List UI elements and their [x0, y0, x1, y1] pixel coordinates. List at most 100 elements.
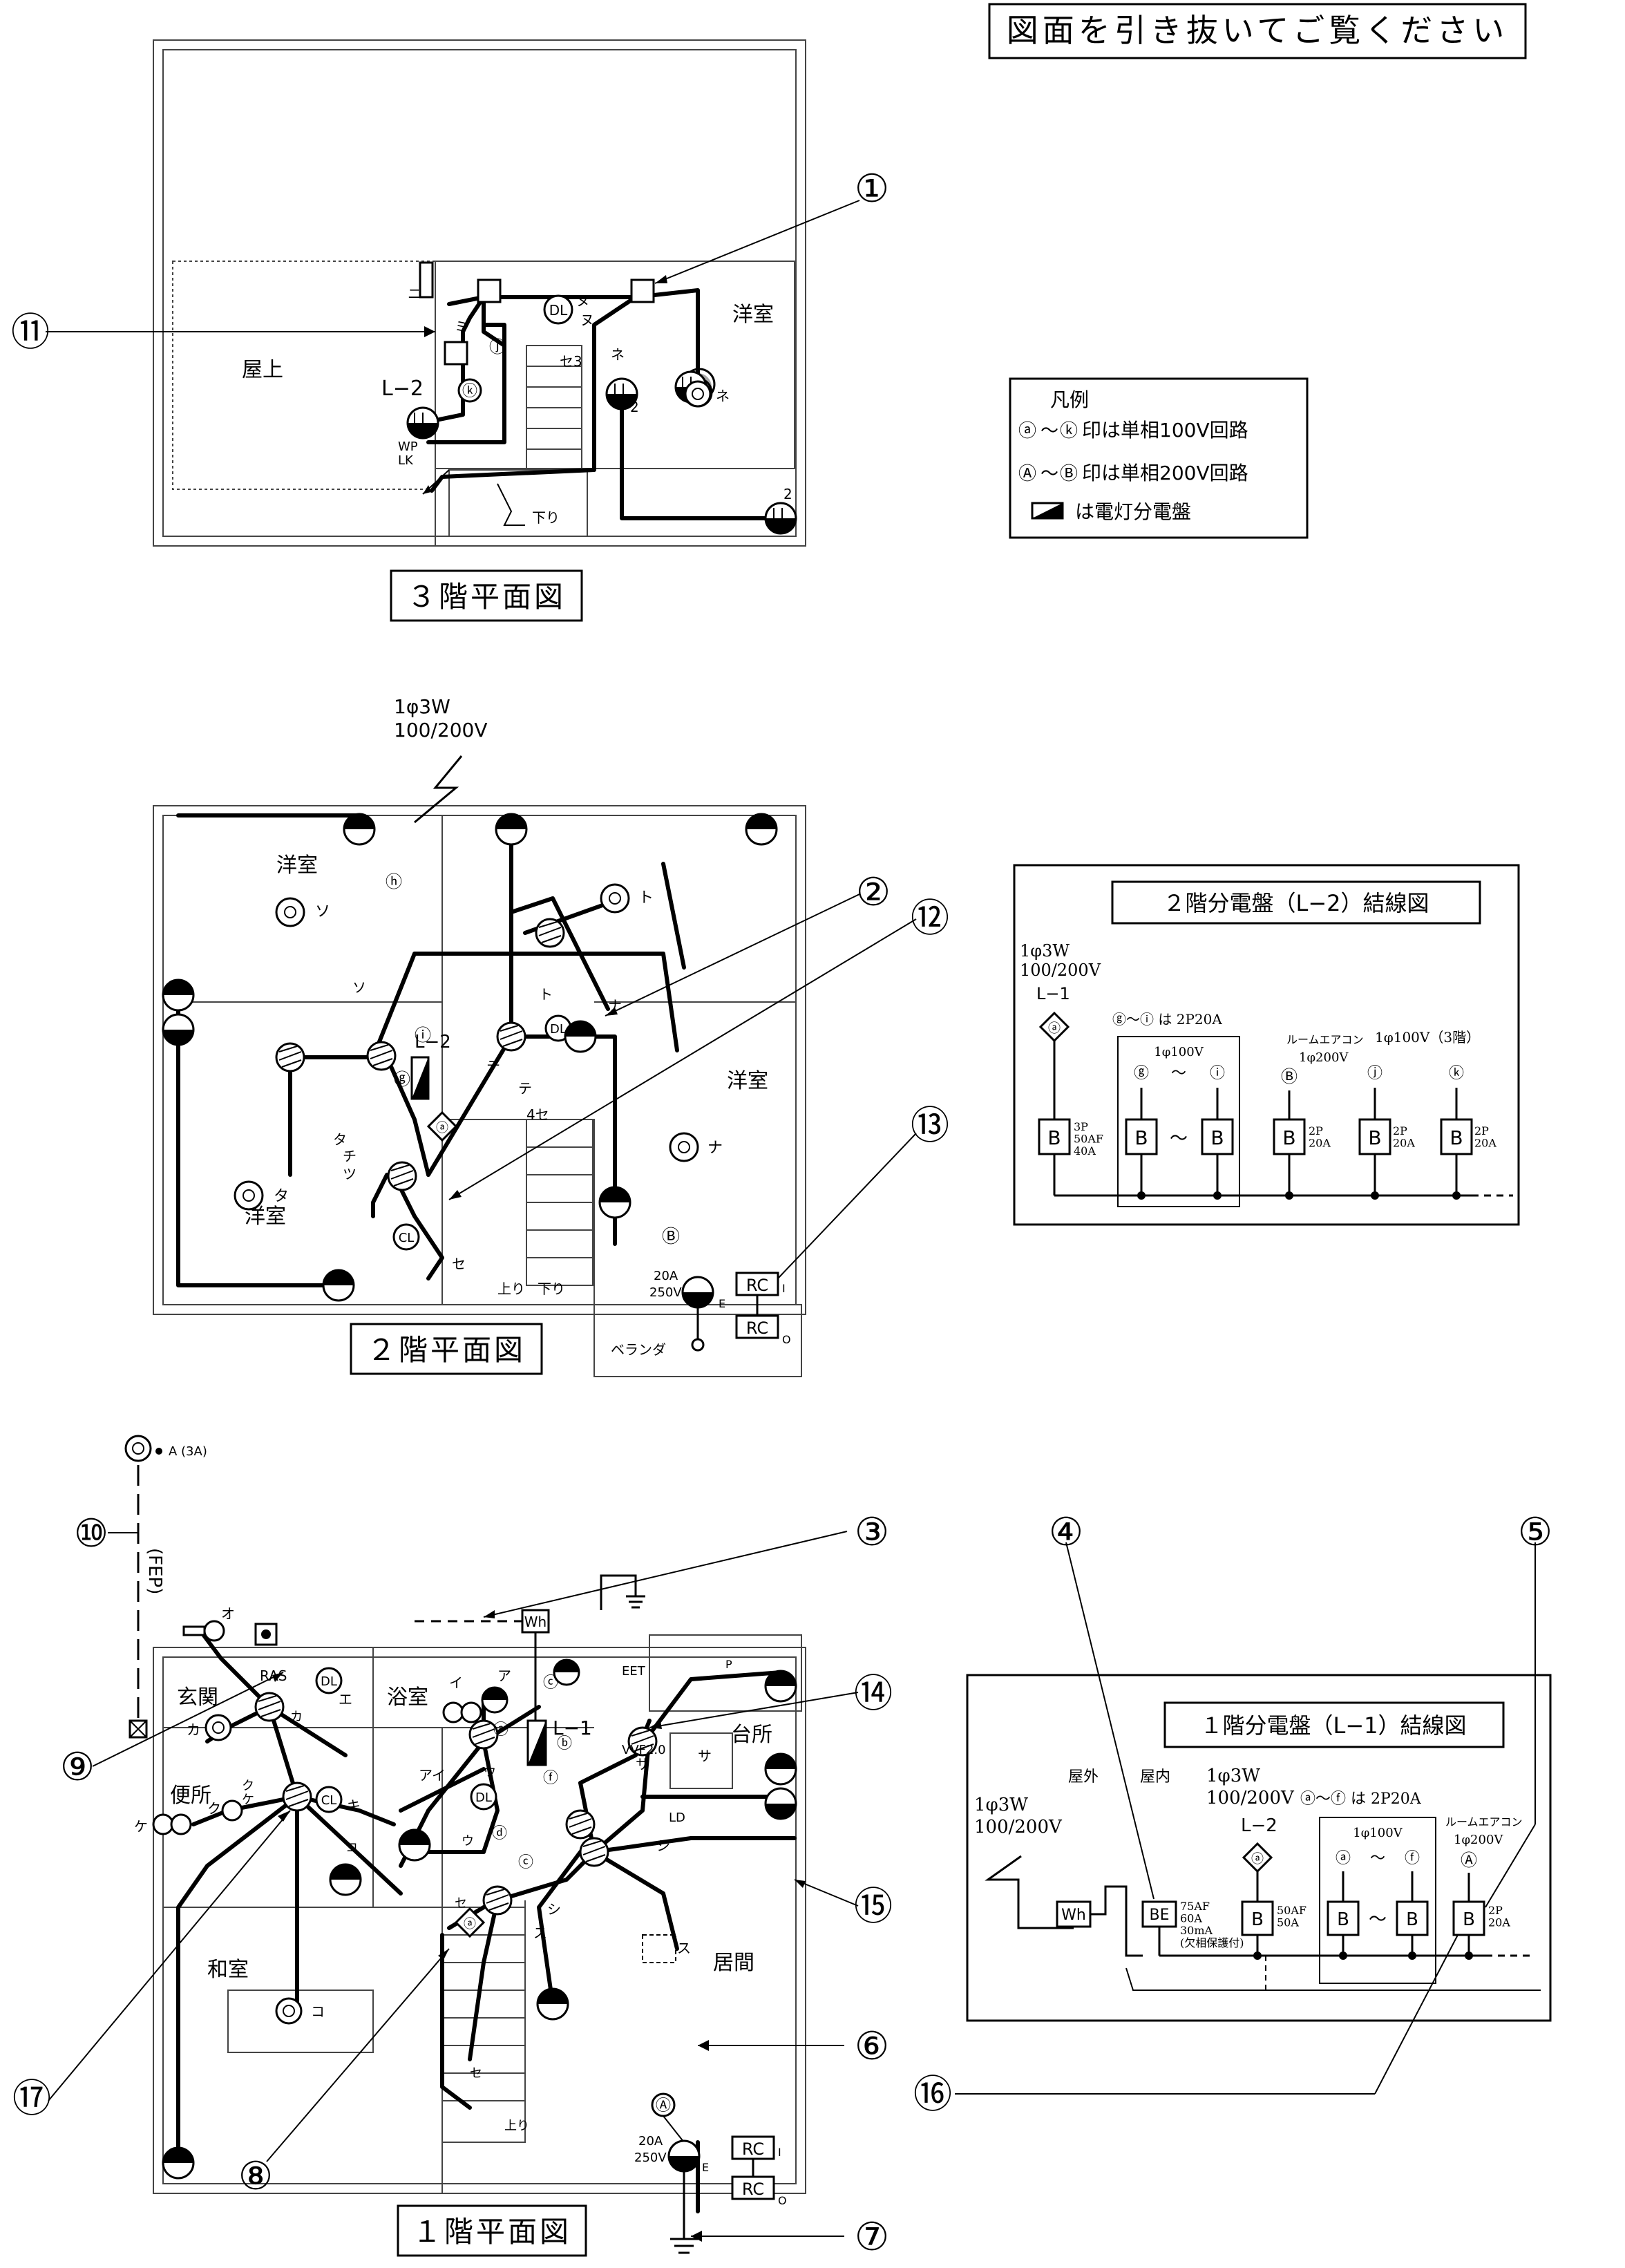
panel-l2-main-b: B [1047, 1126, 1061, 1149]
callout-13: ⑬ [911, 1104, 949, 1149]
porch-light [203, 1620, 225, 1642]
rc-o-label-1f: RC [742, 2180, 764, 2199]
panel-l1-label-1f: L−1 [553, 1717, 592, 1739]
switch-box-3f [419, 261, 434, 299]
panel-l1-tilde-mid: ～ [1369, 1909, 1387, 1930]
panel-l1-tilde-top: ～ [1370, 1850, 1385, 1867]
label-2-3f-b: 2 [783, 486, 792, 502]
rating2-2f: 250V [649, 1285, 682, 1300]
label-ku-1f: ク [207, 1800, 221, 1817]
panel-l2-from-c: ⓐ [1048, 1021, 1061, 1036]
panel-l2-tilde-top: ～ [1171, 1065, 1186, 1082]
panel-l2-b-i: B [1210, 1126, 1224, 1149]
rc-i-label-1f: RC [742, 2139, 764, 2159]
label-a-2f: ⓐ [436, 1121, 448, 1135]
label-h-2f: ⓗ [386, 872, 402, 891]
label-chi-2f: チ [343, 1148, 357, 1164]
legend-title: 凡例 [1050, 388, 1089, 411]
light-ka-1f [205, 1714, 232, 1741]
label-k-3f: ⓚ [462, 383, 477, 400]
label-u2-1f: ウ [462, 1834, 474, 1849]
room-western-3f: 洋室 [732, 303, 774, 327]
cl-label-1f: CL [321, 1793, 337, 1808]
panel-l2-note: ⓖ～ⓘ は 2P20A [1112, 1011, 1222, 1028]
floor1-plan: 上り 玄関 浴室 便所 和室 台所 居間 A (3A) (FEP) [124, 1435, 806, 2257]
supply-2f-1: 1φ3W [394, 695, 450, 718]
label-su2-1f: ス [677, 1940, 691, 1956]
callout-7: ⑦ [855, 2215, 889, 2260]
bath-light-1 [442, 1701, 464, 1723]
panelboard-icon [1031, 502, 1064, 520]
callout-8: ⑧ [238, 2154, 273, 2199]
rc-i-label-2f: RC [746, 1276, 768, 1295]
room-kitchen: 台所 [731, 1723, 772, 1747]
service-lamp [124, 1435, 152, 1462]
callout-10: ⑩ [74, 1511, 108, 1556]
floor3-plan: 下り 屋上 洋室 DL [153, 39, 806, 622]
label-o-1f: オ [221, 1605, 235, 1622]
label-su-1f: ス [533, 1925, 547, 1941]
junction-2f-b [366, 1041, 397, 1071]
stairs-down-label-2f: 下り [538, 1281, 565, 1297]
earth-label-2f: E [719, 1297, 725, 1310]
room-western-2f-e: 洋室 [727, 1069, 768, 1093]
ceiling-box-3f-b [630, 278, 655, 303]
rc-o-label-2f: RC [746, 1319, 768, 1338]
label-j-3f: ⓙ [489, 337, 506, 357]
label-e-1f: エ [339, 1691, 352, 1708]
label-se4-2f: 4セ [526, 1106, 549, 1123]
panel-l2-label-3f: L−2 [381, 377, 424, 401]
io-i-2f: I [782, 1282, 786, 1295]
floor1-title: １階平面図 [412, 2215, 571, 2249]
label-ko-1f: コ [345, 1841, 358, 1855]
panel-l2-big-b: Ⓑ [1281, 1067, 1298, 1086]
wp-label: WP [398, 440, 418, 454]
panel-l2-g: ⓖ [1134, 1065, 1149, 1082]
lk-label: LK [398, 453, 414, 468]
label-sa-1f: サ [636, 1756, 649, 1773]
cl-label-2f: CL [399, 1231, 415, 1245]
label-to-2f: ト [638, 889, 654, 907]
label-ni-3f: ニ [408, 285, 421, 302]
junction-1f-g [482, 1885, 513, 1916]
panel-l1-wh [1056, 1900, 1092, 1928]
label-b-circ-1f: ⓑ [557, 1735, 572, 1752]
label-ke2-1f: ケ [242, 1793, 254, 1807]
room-western-2f-nw: 洋室 [276, 853, 318, 878]
panel-l1-1f [526, 1719, 547, 1766]
label-te2-2f: テ [518, 1080, 532, 1097]
legend-circle-a: ⓐ [1018, 421, 1036, 442]
diamond-a-1f [454, 1907, 486, 1938]
panel-l2-b-k: B [1450, 1126, 1463, 1149]
label-shi-1f: シ [547, 1901, 561, 1918]
junction-2f-c [496, 1021, 526, 1052]
panel-l1-b-f: B [1406, 1909, 1418, 1930]
label-ka2-1f: カ [290, 1710, 303, 1724]
toilet-fan [221, 1799, 243, 1822]
floor2-title-box [350, 1323, 543, 1375]
label-nu2-3f: ヌ [580, 312, 594, 328]
label-nu-3f: ヌ [576, 292, 590, 309]
panel-l2-v200: 1φ200V [1299, 1050, 1349, 1065]
panel-l1-indoor: 屋内 [1140, 1768, 1170, 1786]
label-ka-1f: カ [187, 1721, 200, 1738]
label-te-2f: テ [486, 1058, 500, 1075]
panel-l1-wh-label: Wh [1061, 1907, 1086, 1924]
label-shi2-1f: シ [656, 1837, 670, 1854]
panel-l2-b-j: B [1368, 1126, 1381, 1149]
label-i-1f: イ [449, 1674, 463, 1691]
p-label-kitchen: P [725, 1658, 732, 1671]
io-o-2f: O [782, 1333, 791, 1346]
eet-label: EET [622, 1664, 646, 1679]
floor2-title: ２階平面図 [367, 1333, 526, 1367]
floor3-title: ３階平面図 [407, 580, 566, 614]
dl-label-3f: DL [549, 302, 568, 319]
label-ta-2f: タ [274, 1188, 289, 1205]
panel-l1-aircon: ルームエアコン [1445, 1815, 1523, 1828]
label-g-2f: ⓖ [394, 1070, 410, 1089]
downlight-3f [543, 294, 573, 325]
callout-17: ⑰ [12, 2077, 51, 2121]
